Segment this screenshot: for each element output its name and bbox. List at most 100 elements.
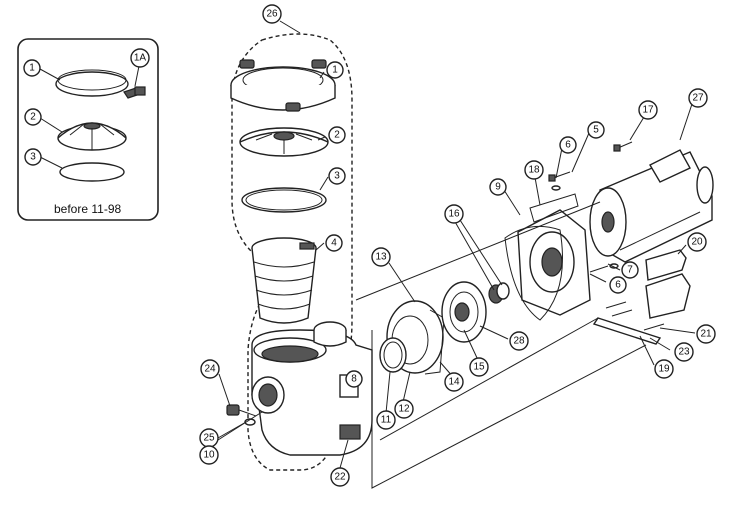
callout-inset-2: 2 xyxy=(24,108,42,126)
callout-c22: 22 xyxy=(330,467,350,487)
callout-label: 11 xyxy=(381,415,392,426)
callout-label: 25 xyxy=(203,433,215,444)
callout-label: 12 xyxy=(398,404,410,415)
callout-circle xyxy=(444,372,464,392)
callout-circle xyxy=(130,48,150,68)
callout-c12: 12 xyxy=(394,399,414,419)
callout-circle xyxy=(674,342,694,362)
seal-gasket xyxy=(504,225,563,321)
callout-label: 6 xyxy=(565,140,571,151)
callout-label: 18 xyxy=(528,165,540,176)
callout-c26: 26 xyxy=(262,4,282,24)
callout-c27: 27 xyxy=(688,88,708,108)
callout-c24: 24 xyxy=(200,359,220,379)
inset-clamp-ring xyxy=(55,69,146,99)
inset-caption: before 11-98 xyxy=(54,202,121,216)
callout-circle xyxy=(325,234,343,252)
strainer-cover xyxy=(239,127,329,157)
callout-label: 9 xyxy=(495,182,501,193)
strainer-group-outline xyxy=(231,33,353,471)
strainer-cover-clamp xyxy=(230,59,336,112)
callout-circle xyxy=(24,148,42,166)
callout-circle xyxy=(688,88,708,108)
callout-label: 21 xyxy=(700,329,712,340)
motor xyxy=(589,149,714,263)
callout-label: 1A xyxy=(134,53,147,64)
callout-circle xyxy=(328,167,346,185)
callout-c11: 11 xyxy=(376,410,396,430)
callout-label: 27 xyxy=(692,93,704,104)
pump-housing xyxy=(251,321,373,456)
drain-plug xyxy=(226,404,257,426)
callout-c1: 1 xyxy=(326,61,344,79)
callout-c6a: 6 xyxy=(559,136,577,154)
callout-label: 3 xyxy=(30,152,36,163)
inset-o-ring xyxy=(59,162,125,182)
callout-inset-3: 3 xyxy=(24,148,42,166)
callout-label: 24 xyxy=(204,364,216,375)
callout-circle xyxy=(345,370,363,388)
callout-inset-1a: 1A xyxy=(130,48,150,68)
callout-label: 16 xyxy=(448,209,460,220)
callout-c7: 7 xyxy=(621,261,639,279)
callout-c14: 14 xyxy=(444,372,464,392)
callout-c16: 16 xyxy=(444,204,464,224)
diffuser-o-ring xyxy=(379,337,407,373)
impeller xyxy=(441,281,487,343)
callout-circle xyxy=(371,247,391,267)
callout-label: 28 xyxy=(513,336,525,347)
callout-circle xyxy=(444,204,464,224)
callout-label: 23 xyxy=(678,347,690,358)
shaft-seal xyxy=(488,282,510,304)
callout-label: 5 xyxy=(593,125,599,136)
callout-circle xyxy=(200,359,220,379)
callout-c5: 5 xyxy=(587,121,605,139)
motor-support xyxy=(645,249,691,319)
callout-label: 20 xyxy=(691,237,703,248)
callout-circle xyxy=(524,160,544,180)
callout-c9: 9 xyxy=(489,178,507,196)
callout-c20: 20 xyxy=(687,232,707,252)
leader-lines xyxy=(217,20,696,469)
callout-c8: 8 xyxy=(345,370,363,388)
callout-c25: 25 xyxy=(199,428,219,448)
callout-label: 22 xyxy=(334,472,346,483)
callout-circle xyxy=(326,61,344,79)
callout-inset-1: 1 xyxy=(23,59,41,77)
callout-c18: 18 xyxy=(524,160,544,180)
callout-circle xyxy=(394,399,414,419)
callout-label: 1 xyxy=(332,65,338,76)
callout-circle xyxy=(328,126,346,144)
callout-c10: 10 xyxy=(199,445,219,465)
callout-label: 13 xyxy=(375,252,387,263)
seal-plate xyxy=(517,193,591,316)
callout-c28: 28 xyxy=(509,331,529,351)
callout-c13: 13 xyxy=(371,247,391,267)
inset-lid xyxy=(57,122,127,151)
callout-label: 7 xyxy=(627,265,633,276)
callout-label: 2 xyxy=(334,130,340,141)
callout-label: 3 xyxy=(334,171,340,182)
callout-circle xyxy=(621,261,639,279)
callout-label: 2 xyxy=(30,112,36,123)
callout-circle xyxy=(489,178,507,196)
callout-circle xyxy=(696,324,716,344)
callout-circle xyxy=(23,59,41,77)
callout-c2: 2 xyxy=(328,126,346,144)
callout-circle xyxy=(687,232,707,252)
callout-circle xyxy=(469,357,489,377)
callout-circle xyxy=(199,445,219,465)
callout-label: 15 xyxy=(473,362,485,373)
callout-label: 6 xyxy=(615,280,621,291)
callout-circle xyxy=(609,276,627,294)
callout-bubbles: 11A2326123427175618916137620282123191514… xyxy=(23,4,716,487)
callout-circle xyxy=(330,467,350,487)
callout-label: 14 xyxy=(448,377,460,388)
callout-circle xyxy=(587,121,605,139)
callout-c3: 3 xyxy=(328,167,346,185)
callout-c21: 21 xyxy=(696,324,716,344)
callout-label: 19 xyxy=(658,364,670,375)
callout-circle xyxy=(376,410,396,430)
strainer-basket xyxy=(251,237,317,324)
